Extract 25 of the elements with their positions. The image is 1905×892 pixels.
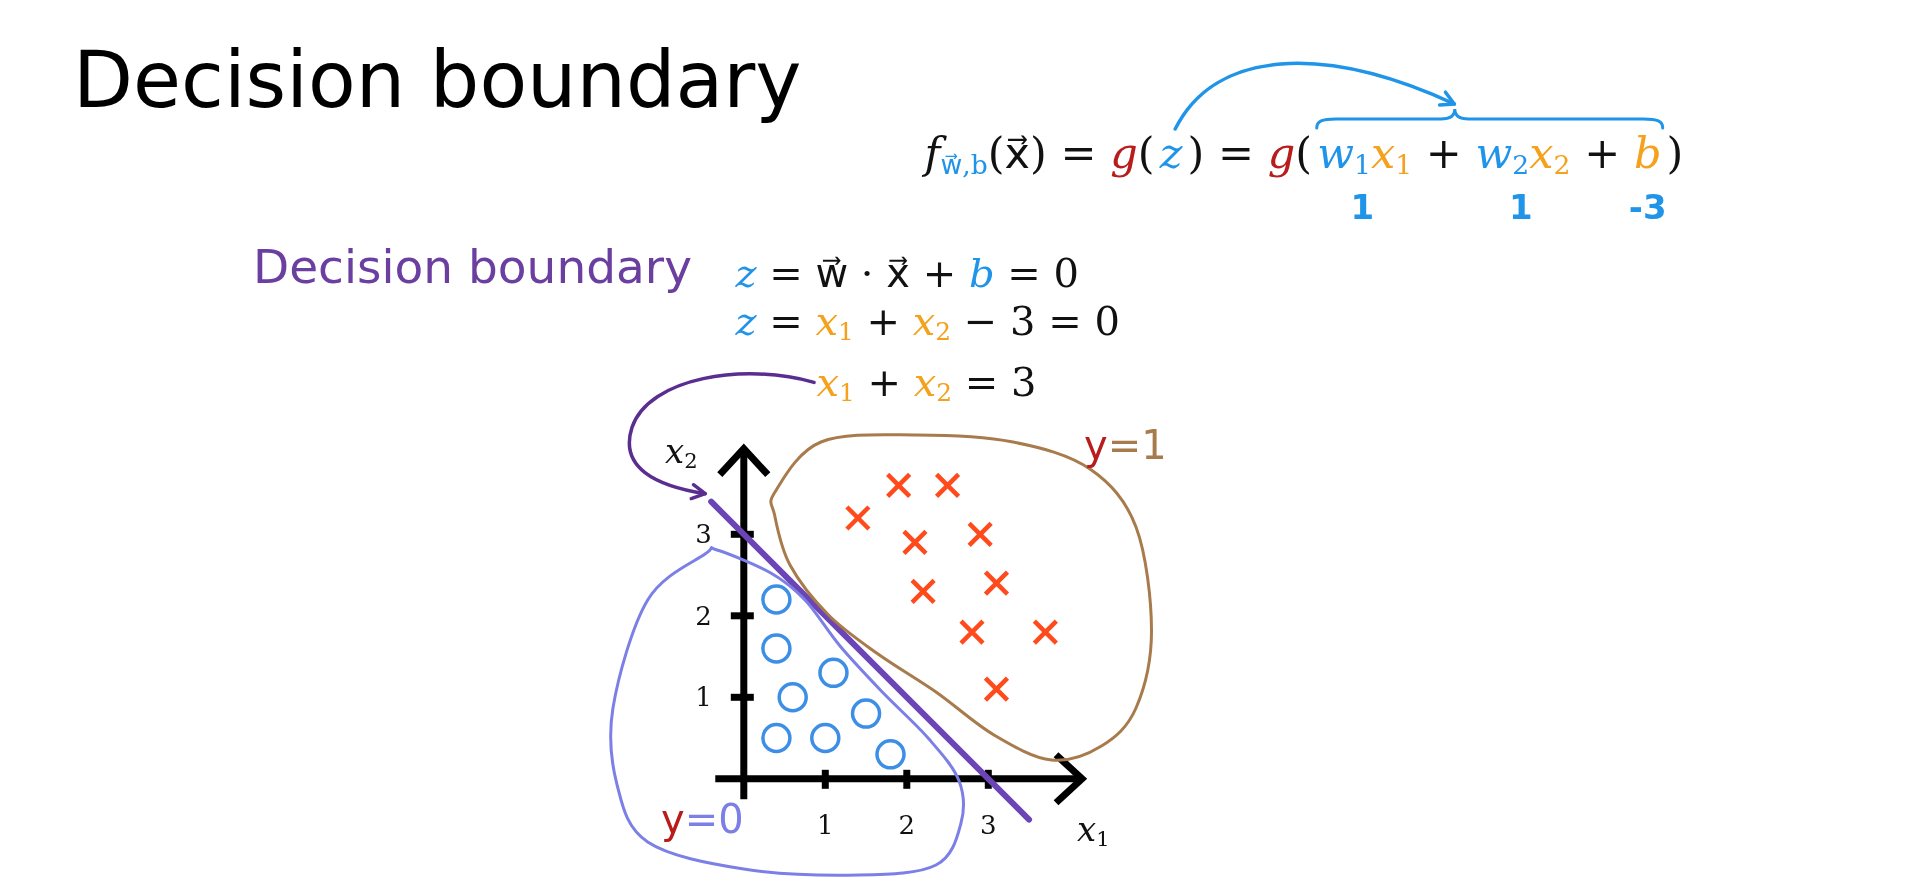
class-label: y=1: [1084, 422, 1167, 468]
curved-arrow: [627, 372, 816, 500]
tick-label: 1: [817, 810, 834, 840]
coefficient-value: -3: [1628, 194, 1667, 222]
math-expression: w$_{1}$x$_{1}$ + w$_{2}$x$_{2}$ + b: [1316, 129, 1663, 182]
math-formula: ) = g(: [1186, 129, 1313, 180]
math-variable: z: [1157, 129, 1185, 185]
equation: z = w⃗ · x⃗ + b = 0: [734, 250, 1080, 298]
equation: z = x$_{1}$ + x$_{2}$ − 3 = 0: [734, 298, 1121, 349]
slide-title: Decision boundary: [73, 34, 802, 127]
tick-label: 1: [695, 683, 712, 712]
tick-label: 3: [695, 520, 712, 549]
tick-label: 3: [980, 810, 997, 840]
math-formula: f$_{w⃗,b}$(x⃗) = g(: [922, 129, 1156, 182]
tick-label: 2: [695, 601, 712, 631]
coefficient-value: 1: [1350, 194, 1375, 222]
axis-title: x$_{2}$: [664, 432, 699, 475]
section-label: Decision boundary: [253, 239, 692, 296]
curved-arrow: [1173, 61, 1457, 131]
tick-label: 2: [898, 810, 916, 840]
equation: x$_{1}$ + x$_{2}$ = 3: [814, 359, 1039, 411]
math-formula: ): [1665, 129, 1685, 180]
axis-title: x$_{1}$: [1076, 810, 1111, 853]
class-label: y=0: [661, 796, 744, 842]
coefficient-value: 1: [1509, 194, 1533, 222]
